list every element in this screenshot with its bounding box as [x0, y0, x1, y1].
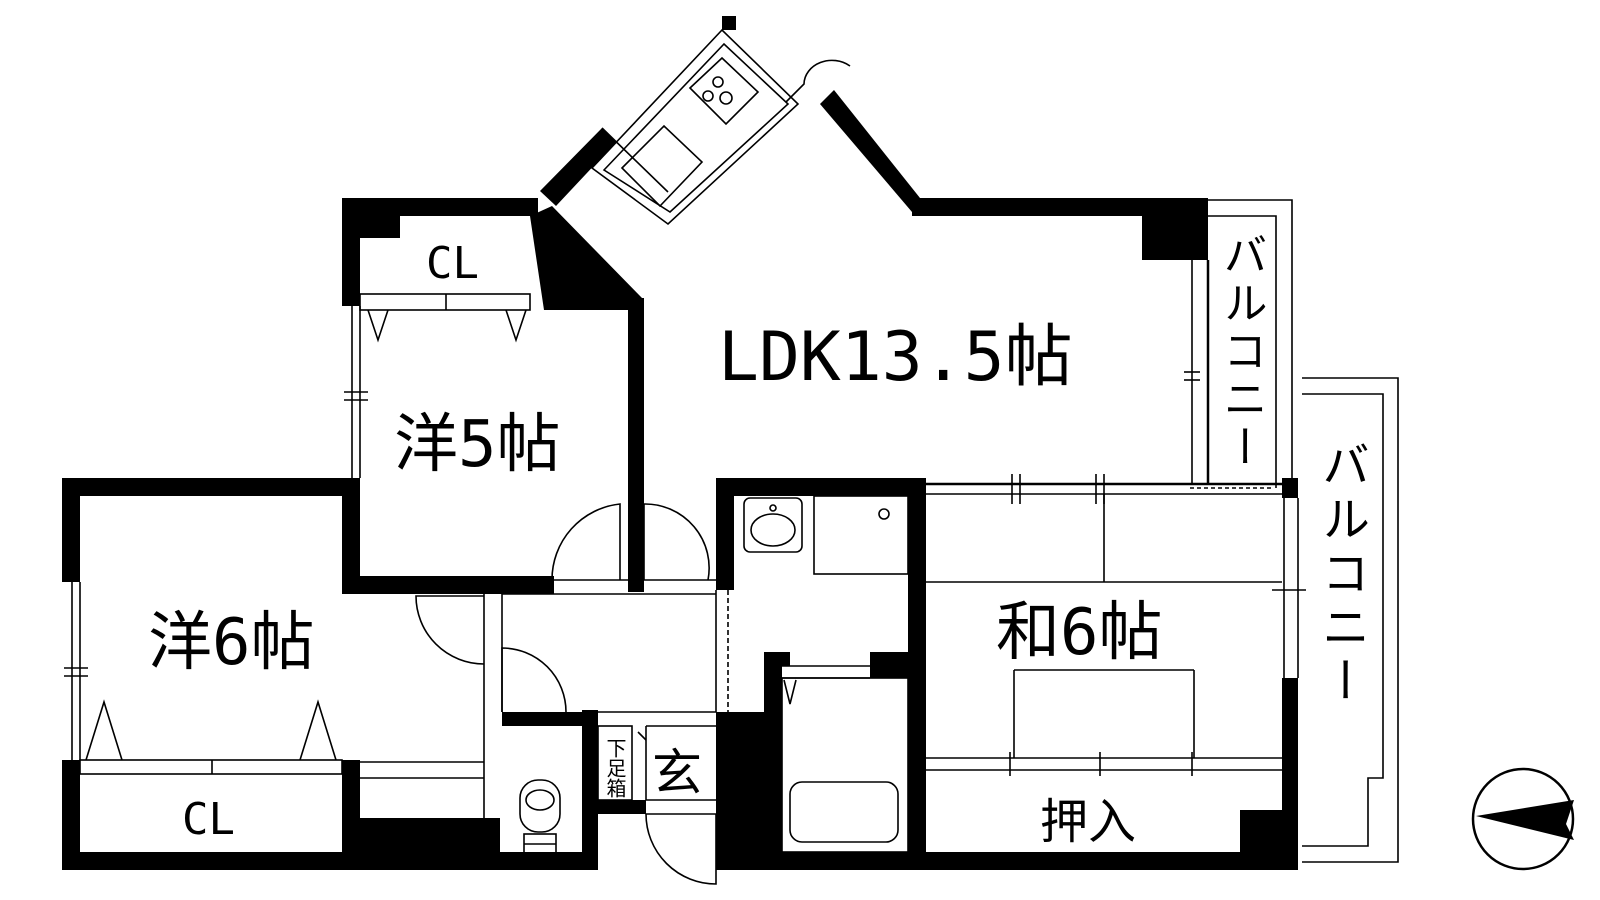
western-5-label: 洋5帖 — [394, 408, 561, 482]
ldk-top-wall — [912, 198, 1208, 216]
bottom-wall-left — [62, 852, 598, 870]
closet-top-label: CL — [426, 238, 479, 289]
balcony-right-outline — [1302, 377, 1399, 863]
w5-left-wall-bottom — [342, 478, 360, 592]
drain-icon — [878, 508, 890, 520]
door-w6 — [415, 595, 485, 665]
cl-right-wall — [342, 760, 360, 870]
door-kitchen — [785, 59, 851, 103]
bath-left-wall-top — [716, 478, 734, 590]
door-bath — [643, 503, 710, 581]
balcony-right-label: バルコニー — [1313, 440, 1369, 710]
kitchen-wall-right — [820, 90, 920, 212]
bath-right-wall — [908, 478, 926, 870]
shoe-box-label: 下足箱 — [603, 738, 627, 798]
w5-right-wall — [628, 298, 644, 592]
jp-right-wall-bottom — [1282, 678, 1298, 870]
kitchen-wall-left — [540, 128, 616, 206]
shoebox-bottom — [598, 800, 646, 814]
ldk-label: LDK13.5帖 — [718, 318, 1073, 397]
toilet-left-wall — [484, 818, 500, 870]
stove-icon — [688, 56, 760, 126]
toilet-top-wall — [502, 712, 582, 726]
washbasin-icon — [743, 497, 803, 553]
w5-left-wall-top — [342, 198, 360, 306]
w6-left-wall-bottom — [62, 760, 80, 870]
bath-inner-top-left — [764, 652, 790, 666]
north-arrow-icon — [1471, 767, 1575, 871]
bottom-block — [360, 818, 484, 870]
western-6-label: 洋6帖 — [148, 606, 315, 680]
closet-bottom-label: CL — [182, 794, 235, 845]
balcony-upper-label: バルコニー — [1216, 232, 1267, 472]
balcony-upper-outline — [1206, 199, 1293, 488]
ldk-corner-pillar — [1142, 198, 1208, 260]
bath-inner-left-wall — [764, 652, 782, 870]
bath-top-wall — [716, 478, 926, 496]
w5-diagonal-pillar — [530, 206, 642, 310]
sink-icon — [620, 124, 704, 208]
door-toilet — [501, 647, 567, 713]
w6-left-wall-top — [62, 478, 80, 582]
w6-top-wall — [62, 478, 360, 496]
w5-bottom-wall — [342, 576, 554, 594]
kitchen-counter — [590, 28, 800, 226]
kitchen-corner-post — [722, 16, 736, 30]
oshiire-label: 押入 — [1040, 794, 1136, 850]
bathtub-icon — [789, 781, 899, 843]
w5-top-wall — [342, 198, 538, 216]
door-entrance — [645, 813, 717, 885]
entrance-label: 玄 — [652, 744, 702, 802]
door-w5 — [551, 503, 621, 581]
japanese-6-label: 和6帖 — [996, 596, 1163, 670]
doors — [415, 59, 851, 885]
bath-bottom-wall — [716, 852, 926, 870]
jp-right-post — [1282, 478, 1298, 498]
walls — [62, 16, 1298, 870]
cl-corner — [360, 216, 400, 238]
jp-bottom-wall — [926, 852, 1298, 870]
toilet-right-wall — [582, 710, 598, 870]
toilet-icon — [519, 779, 561, 861]
